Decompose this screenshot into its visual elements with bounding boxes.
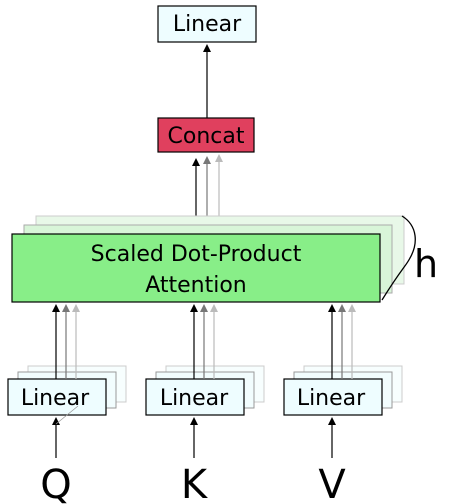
k-linear-box [145,378,245,416]
top-linear-label: Linear [173,12,242,37]
v-linear-box [283,378,383,416]
heads-label: h [414,242,438,286]
top-linear-box: Linear [157,5,257,43]
v-input-label: V [318,462,346,504]
attention-label-line1: Scaled Dot-Product [91,242,302,267]
attention-box: Scaled Dot-Product Attention [11,233,381,303]
concat-label: Concat [168,124,245,149]
k-input-label: K [181,462,209,504]
v-linear-label: Linear [297,386,366,411]
k-linear-label: Linear [160,386,229,411]
k-column: Linear K [145,304,265,504]
attention-label-line2: Attention [145,273,247,298]
heads-brace [381,215,416,301]
q-linear-box [7,378,107,416]
q-column: Linear Q [7,304,127,504]
q-input-label: Q [40,462,71,504]
v-column: Linear V [283,304,403,504]
q-linear-label: Linear [21,386,90,411]
concat-box: Concat [157,117,255,153]
